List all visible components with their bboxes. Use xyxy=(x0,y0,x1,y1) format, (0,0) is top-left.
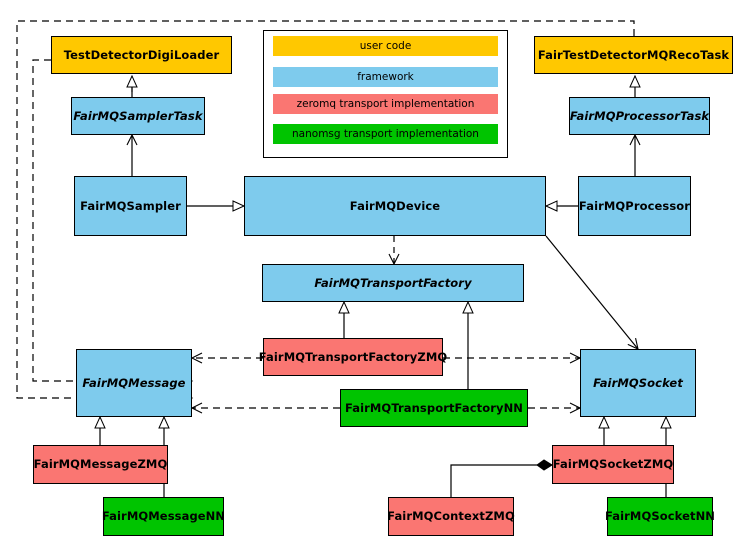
class-node-fairmqprocessor[interactable]: FairMQProcessor xyxy=(578,176,691,236)
class-label: FairMQMessage xyxy=(82,375,186,390)
class-node-fairmqcontextzmq[interactable]: FairMQContextZMQ xyxy=(387,497,515,536)
legend-item-nanomsg: nanomsg transport implementation xyxy=(273,124,498,144)
class-label: FairMQSocket xyxy=(593,375,683,390)
class-node-fairtestdetectormqrecotask[interactable]: FairTestDetectorMQRecoTask xyxy=(534,36,733,74)
legend-label-zeromq: zeromq transport implementation xyxy=(296,98,475,110)
class-label: FairTestDetectorMQRecoTask xyxy=(537,47,730,62)
class-node-fairmqtransportfactory[interactable]: FairMQTransportFactory xyxy=(262,264,524,302)
class-node-fairmqmessagenn[interactable]: FairMQMessageNN xyxy=(101,497,226,536)
legend-label-framework: framework xyxy=(357,71,414,83)
class-node-testdetectordigiloader[interactable]: TestDetectorDigiLoader xyxy=(51,36,232,74)
class-node-fairmqsocketzmq[interactable]: FairMQSocketZMQ xyxy=(552,445,674,484)
legend-label-user-code: user code xyxy=(359,40,412,52)
class-node-fairmqsocketnn[interactable]: FairMQSocketNN xyxy=(604,497,716,536)
legend-item-zeromq: zeromq transport implementation xyxy=(273,94,498,114)
class-label: TestDetectorDigiLoader xyxy=(63,47,220,62)
class-label: FairMQDevice xyxy=(349,198,441,213)
class-node-fairmqtransportfactorynn[interactable]: FairMQTransportFactoryNN xyxy=(340,389,528,427)
class-label: FairMQTransportFactoryNN xyxy=(344,400,524,415)
class-node-fairmqprocessortask[interactable]: FairMQProcessorTask xyxy=(569,97,710,135)
class-label: FairMQProcessor xyxy=(578,198,691,213)
legend-item-framework: framework xyxy=(273,67,498,87)
class-label: FairMQProcessorTask xyxy=(569,108,710,123)
class-label: FairMQSocketNN xyxy=(604,509,716,524)
edge-device-to-socket xyxy=(545,235,639,350)
class-label: FairMQSamplerTask xyxy=(73,108,203,123)
edge-contextzmq-to-socketzmq xyxy=(450,459,553,497)
class-node-fairmqsampler[interactable]: FairMQSampler xyxy=(74,176,187,236)
class-node-fairmqdevice[interactable]: FairMQDevice xyxy=(244,176,546,236)
class-node-fairmqmessage[interactable]: FairMQMessage xyxy=(76,349,192,417)
class-node-fairmqsamplertask[interactable]: FairMQSamplerTask xyxy=(71,97,205,135)
class-label: FairMQTransportFactory xyxy=(314,275,472,290)
class-node-fairmqtransportfactoryzmq[interactable]: FairMQTransportFactoryZMQ xyxy=(259,338,447,376)
class-node-fairmqsocket[interactable]: FairMQSocket xyxy=(580,349,696,417)
class-label: FairMQContextZMQ xyxy=(387,509,515,524)
class-label: FairMQSampler xyxy=(80,198,181,213)
class-label: FairMQMessageNN xyxy=(101,509,226,524)
class-label: FairMQMessageZMQ xyxy=(33,457,168,472)
legend-label-nanomsg: nanomsg transport implementation xyxy=(292,128,479,140)
class-label: FairMQTransportFactoryZMQ xyxy=(258,349,448,364)
class-node-fairmqmessagezmq[interactable]: FairMQMessageZMQ xyxy=(33,445,168,484)
legend-item-user-code: user code xyxy=(273,36,498,56)
class-label: FairMQSocketZMQ xyxy=(552,457,674,472)
